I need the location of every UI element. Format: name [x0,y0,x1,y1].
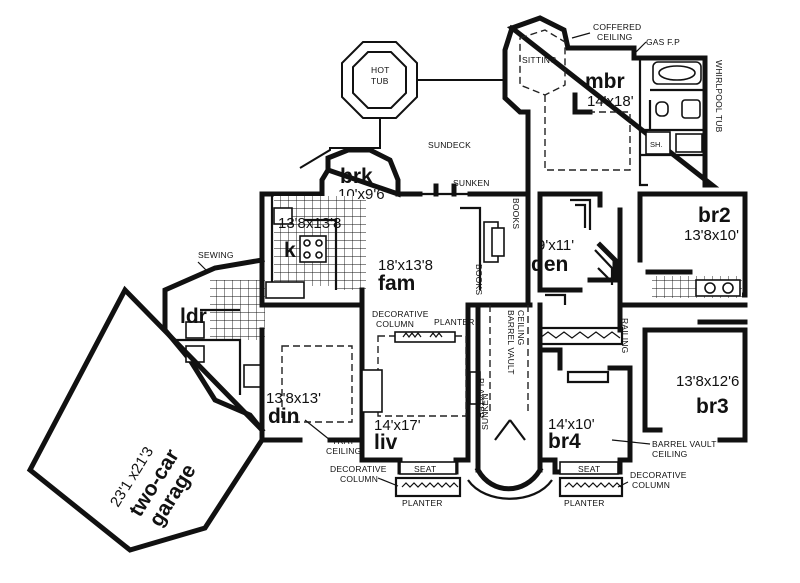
tray-label-1: TRAY [332,436,355,446]
br3-name: br3 [696,395,729,418]
sitting-label: SITTING [522,55,557,65]
left-bay: SEAT DECORATIVE COLUMN PLANTER [330,457,462,508]
br4-dim: 14'x10' [548,416,595,433]
whirlpool-label: WHIRLPOOL TUB [714,60,724,133]
den-name: den [531,253,568,276]
sundeck-label: SUNDECK [428,140,471,150]
barrel-right-label-1: BARREL VAULT [652,439,717,449]
deco-left-label-1: DECORATIVE [330,464,387,474]
k-dim: 13'8x13'8 [278,215,341,232]
barrel-vault-label-1: BARREL VAULT [506,310,516,375]
bedroom-2: br2 13'8x10' [617,191,748,333]
din-dim: 13'8x13' [266,390,321,407]
sunken-side-label: SUNKEN [480,393,490,430]
planter-top-label: PLANTER [434,317,475,327]
bedroom-4: 14'x10' br4 RAILING [537,318,633,463]
family-room: SUNKEN BOOKS BOOKS 18'x13'8 fam [378,178,531,308]
hot-tub: HOT TUB [341,41,418,119]
br2-name: br2 [698,204,731,227]
din-name: din [268,405,300,428]
coffered-label-1: COFFERED [593,22,641,32]
br2-dim: 13'8x10' [684,227,739,244]
mbr-dim: 14'x18' [587,93,634,110]
barrel-vault-label-2: CEILING [516,310,526,345]
sh-label: SH. [650,140,663,149]
seat-right-label: SEAT [578,464,600,474]
decorative-column-top-2: COLUMN [376,319,414,329]
main-shell [259,257,748,308]
deco-right-label-2: COLUMN [632,480,670,490]
right-bay: SEAT DECORATIVE COLUMN PLANTER [552,457,687,508]
bedroom-3: 13'8x12'6 br3 BARREL VAULT CEILING [611,319,748,459]
hot-tub-label-2: TUB [371,76,389,86]
fam-dim: 18'x13'8 [378,257,433,274]
books-label-1: BOOKS [511,198,521,229]
decorative-column-top-1: DECORATIVE [372,309,429,319]
br4-name: br4 [548,430,581,453]
seat-left-label: SEAT [414,464,436,474]
liv-name: liv [374,431,398,454]
den: 9'x11' den [531,191,618,305]
gas-fp-label: GAS F.P [646,37,680,47]
laundry: SEWING ldr [162,250,266,434]
dining: 13'8x13' din TRAY CEILING [259,302,365,456]
books-label-2: BOOKS [474,264,484,295]
barrel-right-label-2: CEILING [652,449,687,459]
planter-bottom-right-label: PLANTER [564,498,605,508]
planter-bottom-left-label: PLANTER [402,498,443,508]
railing-label: RAILING [620,318,630,353]
brk-name: brk [340,165,373,188]
sundeck-outline [299,79,505,169]
master-suite: SITTING COFFERED CEILING GAS F.P mbr 14'… [502,15,724,198]
k-name: k [284,239,296,262]
deco-right-label-1: DECORATIVE [630,470,687,480]
ldr-name: ldr [180,305,207,328]
sunken-top-label: SUNKEN [453,178,490,188]
tray-label-2: CEILING [326,446,361,456]
coffered-label-2: CEILING [597,32,632,42]
living: DECORATIVE COLUMN PLANTER PLANTER 14'x17… [359,302,533,463]
deco-left-label-2: COLUMN [340,474,378,484]
liv-dim: 14'x17' [374,417,421,434]
mbr-name: mbr [585,70,625,93]
sewing-label: SEWING [198,250,234,260]
den-dim: 9'x11' [537,237,574,254]
hot-tub-label-1: HOT [371,65,390,75]
fam-name: fam [378,272,415,295]
planter-side-label: PLANTER [476,378,486,419]
br3-dim: 13'8x12'6 [676,373,739,390]
